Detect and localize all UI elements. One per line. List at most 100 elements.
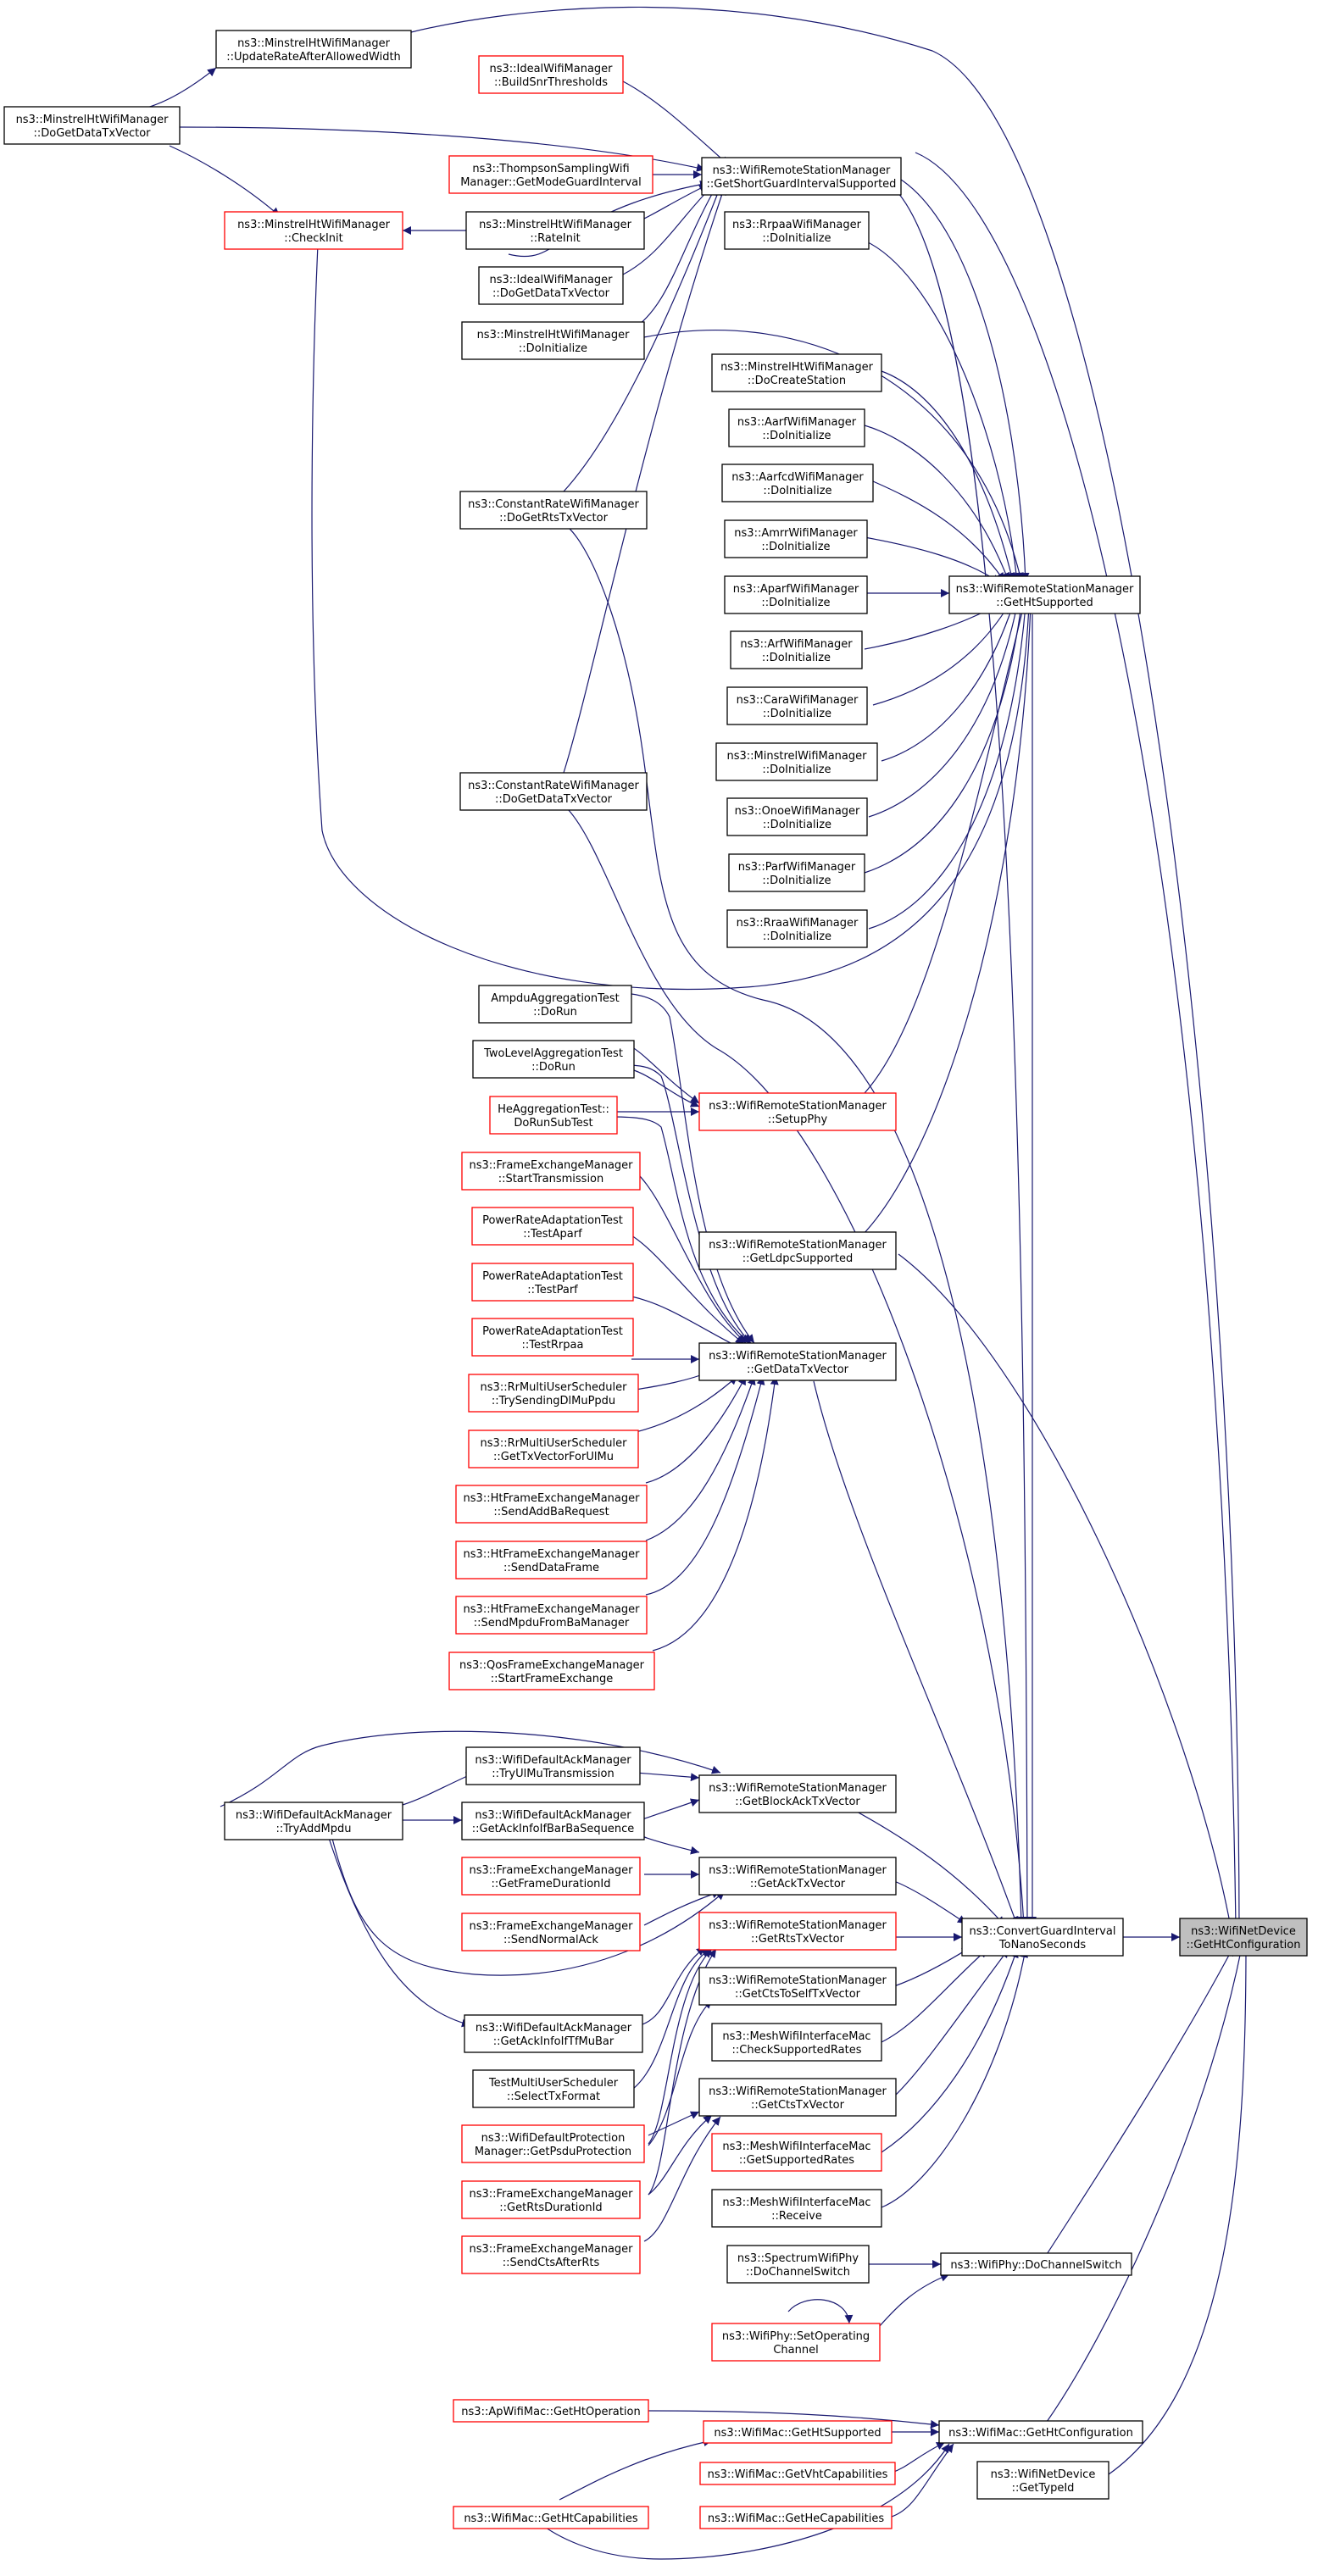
node-rsm-datatx[interactable]: ns3::WifiRemoteStationManager::GetDataTx… [698,1342,897,1381]
node-rsm-ctstx[interactable]: ns3::WifiRemoteStationManager::GetCtsTxV… [698,2078,897,2117]
node-twolevel-test[interactable]: TwoLevelAggregationTest::DoRun [472,1040,635,1079]
node-mac-gethtcfg[interactable]: ns3::WifiMac::GetHtConfiguration [938,2420,1143,2444]
edge-minht-updrate-minht-dogetdata [143,67,217,109]
node-minht-docreate[interactable]: ns3::MinstrelHtWifiManager::DoCreateStat… [711,353,882,392]
node-fem-sendcts[interactable]: ns3::FrameExchangeManager::SendCtsAfterR… [461,2235,641,2274]
node-mac-gethtcap[interactable]: ns3::WifiMac::GetHtCapabilities [453,2506,649,2529]
node-htfem-data[interactable]: ns3::HtFrameExchangeManager::SendDataFra… [455,1541,648,1579]
node-aparf-doinit[interactable]: ns3::AparfWifiManager::DoInitialize [724,575,868,614]
node-label-line: ::GetFrameDurationId [492,1878,611,1890]
node-mesh-getsup[interactable]: ns3::MeshWifiInterfaceMac::GetSupportedR… [711,2133,882,2172]
node-rr-trysend[interactable]: ns3::RrMultiUserScheduler::TrySendingDlM… [468,1374,639,1413]
node-mac-gethe[interactable]: ns3::WifiMac::GetHeCapabilities [699,2506,893,2529]
node-box [489,1096,618,1135]
node-phy-dochsw[interactable]: ns3::WifiPhy::DoChannelSwitch [940,2252,1132,2276]
node-box [478,55,624,94]
node-label-line: ns3::MinstrelHtWifiManager [479,219,632,231]
node-ideal-buildsnr[interactable]: ns3::IdealWifiManager::BuildSnrThreshold… [478,55,624,94]
node-label-line: ns3::AarfcdWifiManager [731,471,864,484]
node-cara-doinit[interactable]: ns3::CaraWifiManager::DoInitialize [726,686,868,725]
node-wdam-getackbar[interactable]: ns3::WifiDefaultAckManager::GetAckInfoIf… [461,1802,645,1840]
node-mac-getvht[interactable]: ns3::WifiMac::GetVhtCapabilities [699,2462,896,2485]
node-aarfcd-doinit[interactable]: ns3::AarfcdWifiManager::DoInitialize [721,464,874,502]
node-rsm-htsup[interactable]: ns3::WifiRemoteStationManager::GetHtSupp… [948,575,1141,614]
edge-rsm-ldpc-htsup [855,604,1035,1242]
node-fem-starttx[interactable]: ns3::FrameExchangeManager::StartTransmis… [461,1152,641,1191]
node-rr-gettxul[interactable]: ns3::RrMultiUserScheduler::GetTxVectorFo… [468,1430,639,1468]
edge-minstrel-doinit-htsup [881,604,1015,762]
edge-rrpaa-doinit-htsup [864,240,1020,582]
node-minstrel-doinit[interactable]: ns3::MinstrelWifiManager::DoInitialize [715,742,878,781]
node-rraa-doinit[interactable]: ns3::RraaWifiManager::DoInitialize [726,909,868,948]
node-label-line: ToNanoSeconds [998,1939,1086,1951]
node-rrpaa-doinit[interactable]: ns3::RrpaaWifiManager::DoInitialize [724,211,870,250]
node-label-line: ::GetRtsTxVector [751,1933,845,1946]
edge-wdam-getacktf-tryaddmpdu [325,1829,471,2028]
node-minht-updrate[interactable]: ns3::MinstrelHtWifiManager::UpdateRateAf… [215,30,412,69]
node-label-line: ns3::HtFrameExchangeManager [464,1492,641,1505]
edge-const-data-sgi [563,186,726,774]
node-spectrum-dochsw[interactable]: ns3::SpectrumWifiPhy::DoChannelSwitch [726,2245,870,2284]
node-wdam-getacktf[interactable]: ns3::WifiDefaultAckManager::GetAckInfoIf… [464,2014,643,2053]
node-rsm-acktx[interactable]: ns3::WifiRemoteStationManager::GetAckTxV… [698,1857,897,1896]
node-fem-frameduration[interactable]: ns3::FrameExchangeManager::GetFrameDurat… [461,1857,641,1896]
node-nd-typeid[interactable]: ns3::WifiNetDevice::GetTypeId [976,2461,1109,2500]
node-box [461,2180,641,2219]
edge-rsm-ctstx-convert [893,1948,1009,2097]
node-thompson[interactable]: ns3::ThompsonSamplingWifiManager::GetMod… [448,155,653,194]
node-pra-aparf[interactable]: PowerRateAdaptationTest::TestAparf [471,1207,634,1246]
node-minht-checkinit[interactable]: ns3::MinstrelHtWifiManager::CheckInit [224,211,403,250]
node-aarf-doinit[interactable]: ns3::AarfWifiManager::DoInitialize [728,408,865,447]
node-parf-doinit[interactable]: ns3::ParfWifiManager::DoInitialize [728,853,865,892]
node-htfem-mpdu[interactable]: ns3::HtFrameExchangeManager::SendMpduFro… [455,1596,648,1635]
node-arf-doinit[interactable]: ns3::ArfWifiManager::DoInitialize [730,630,863,669]
node-onoe-doinit[interactable]: ns3::OnoeWifiManager::DoInitialize [726,797,868,836]
node-ampdu-test[interactable]: AmpduAggregationTest::DoRun [478,985,632,1024]
node-rsm-sgi[interactable]: ns3::WifiRemoteStationManager::GetShortG… [701,157,902,196]
node-amrr-doinit[interactable]: ns3::AmrrWifiManager::DoInitialize [724,519,868,558]
node-heagg-test[interactable]: HeAggregationTest::DoRunSubTest [489,1096,618,1135]
node-rsm-setupphy[interactable]: ns3::WifiRemoteStationManager::SetupPhy [698,1092,897,1131]
node-label-line: ns3::MeshWifiInterfaceMac [722,2140,870,2153]
node-ideal-dogetdata[interactable]: ns3::IdealWifiManager::DoGetDataTxVector [478,266,624,305]
edge-aarfcd-doinit-htsup [872,480,1005,582]
node-wdp-getpsdu[interactable]: ns3::WifiDefaultProtectionManager::GetPs… [461,2124,645,2163]
node-rsm-blockack[interactable]: ns3::WifiRemoteStationManager::GetBlockA… [698,1774,897,1813]
node-rsm-rtstx[interactable]: ns3::WifiRemoteStationManager::GetRtsTxV… [698,1912,897,1951]
node-wdam-tryaddmpdu[interactable]: ns3::WifiDefaultAckManager::TryAddMpdu [224,1802,403,1840]
node-apmac-gethtop[interactable]: ns3::ApWifiMac::GetHtOperation [453,2399,649,2423]
node-pra-parf[interactable]: PowerRateAdaptationTest::TestParf [471,1263,634,1302]
node-mac-gethtsup[interactable]: ns3::WifiMac::GetHtSupported [703,2420,893,2444]
node-minht-rateinit[interactable]: ns3::MinstrelHtWifiManager::RateInit [465,211,645,250]
node-testmu-select[interactable]: TestMultiUserScheduler::SelectTxFormat [472,2069,635,2108]
node-const-data[interactable]: ns3::ConstantRateWifiManager::DoGetDataT… [459,772,648,811]
node-qosfem-start[interactable]: ns3::QosFrameExchangeManager::StartFrame… [448,1652,655,1690]
node-wdam-tryul[interactable]: ns3::WifiDefaultAckManager::TryUlMuTrans… [465,1746,641,1785]
node-label-line: ::DoInitialize [762,652,831,664]
node-label-line: ::GetBlockAckTxVector [735,1796,860,1808]
node-label-line: ns3::ArfWifiManager [740,638,853,651]
node-label-line: ns3::QosFrameExchangeManager [459,1659,645,1672]
node-mesh-check[interactable]: ns3::MeshWifiInterfaceMac::CheckSupporte… [711,2023,882,2062]
node-label-line: TwoLevelAggregationTest [483,1047,623,1060]
node-fem-rtsduration[interactable]: ns3::FrameExchangeManager::GetRtsDuratio… [461,2180,641,2219]
node-rsm-ctstoself[interactable]: ns3::WifiRemoteStationManager::GetCtsToS… [698,1967,897,2006]
node-label-line: ::TestParf [527,1284,578,1296]
node-minht-dogetdata[interactable]: ns3::MinstrelHtWifiManager::DoGetDataTxV… [3,106,181,145]
node-target[interactable]: ns3::WifiNetDevice::GetHtConfiguration [1179,1918,1308,1957]
node-rsm-ldpc[interactable]: ns3::WifiRemoteStationManager::GetLdpcSu… [698,1231,897,1270]
edge-heagg-datatx [611,1116,750,1344]
node-label-line: ns3::WifiRemoteStationManager [713,164,891,177]
node-label-line: ns3::AmrrWifiManager [734,527,858,540]
node-fem-sendack[interactable]: ns3::FrameExchangeManager::SendNormalAck [461,1913,641,1951]
node-const-rts[interactable]: ns3::ConstantRateWifiManager::DoGetRtsTx… [459,491,648,530]
node-label-line: ns3::WifiRemoteStationManager [709,2085,887,2098]
node-pra-rrpaa[interactable]: PowerRateAdaptationTest::TestRrpaa [471,1318,634,1357]
node-minht-doinit[interactable]: ns3::MinstrelHtWifiManager::DoInitialize [461,321,645,360]
node-label-line: ::GetHtSupported [996,597,1093,609]
edge-minht-doinit-sgi [631,186,717,331]
node-htfem-addba[interactable]: ns3::HtFrameExchangeManager::SendAddBaRe… [455,1485,648,1524]
node-mesh-receive[interactable]: ns3::MeshWifiInterfaceMac::Receive [711,2189,882,2228]
